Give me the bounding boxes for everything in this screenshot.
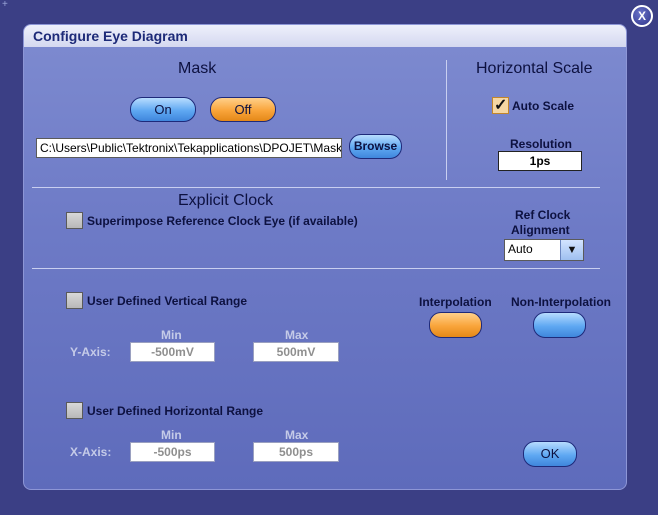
dialog-title: Configure Eye Diagram: [33, 28, 188, 44]
explicit-clock-heading: Explicit Clock: [178, 192, 274, 209]
mask-on-button[interactable]: On: [130, 97, 196, 122]
superimpose-label: Superimpose Reference Clock Eye (if avai…: [87, 214, 358, 228]
dropdown-arrow-icon[interactable]: ▼: [560, 240, 583, 260]
close-button[interactable]: X: [631, 5, 653, 27]
mask-heading: Mask: [178, 60, 217, 77]
x-min-label: Min: [161, 428, 182, 442]
auto-scale-label: Auto Scale: [512, 99, 575, 113]
vertical-range-label: User Defined Vertical Range: [87, 294, 248, 308]
non-interpolation-button[interactable]: [533, 312, 586, 338]
horizontal-scale-heading: Horizontal Scale: [476, 60, 593, 77]
y-max-label: Max: [285, 328, 309, 342]
resolution-label: Resolution: [510, 137, 572, 151]
ok-button[interactable]: OK: [523, 441, 577, 467]
ref-clock-label-line2: Alignment: [511, 223, 570, 237]
mask-off-button[interactable]: Off: [210, 97, 276, 122]
interpolation-label: Interpolation: [419, 295, 492, 309]
mask-path-field[interactable]: C:\Users\Public\Tektronix\Tekapplication…: [36, 138, 342, 158]
y-min-label: Min: [161, 328, 182, 342]
superimpose-checkbox[interactable]: [66, 212, 83, 229]
x-max-field[interactable]: 500ps: [253, 442, 339, 462]
x-axis-label: X-Axis:: [70, 445, 112, 459]
x-min-field[interactable]: -500ps: [130, 442, 215, 462]
checkmark-icon: ✓: [494, 97, 508, 114]
section-divider-2: [32, 268, 600, 269]
non-interpolation-label: Non-Interpolation: [511, 295, 611, 309]
x-max-label: Max: [285, 428, 309, 442]
corner-marker: +: [2, 0, 8, 10]
interpolation-button[interactable]: [429, 312, 482, 338]
y-min-field[interactable]: -500mV: [130, 342, 215, 362]
horizontal-range-checkbox[interactable]: [66, 402, 83, 419]
browse-button[interactable]: Browse: [349, 134, 402, 159]
configure-eye-diagram-dialog: Configure Eye Diagram Mask On Off C:\Use…: [23, 24, 627, 490]
ref-clock-alignment-value: Auto: [508, 242, 533, 256]
resolution-field[interactable]: 1ps: [498, 151, 582, 171]
dialog-titlebar: Configure Eye Diagram: [24, 25, 626, 47]
y-max-field[interactable]: 500mV: [253, 342, 339, 362]
section-divider-vertical: [446, 60, 447, 180]
auto-scale-checkbox[interactable]: ✓: [492, 97, 509, 114]
horizontal-range-label: User Defined Horizontal Range: [87, 404, 264, 418]
ref-clock-alignment-select[interactable]: Auto ▼: [504, 239, 584, 261]
y-axis-label: Y-Axis:: [70, 345, 111, 359]
vertical-range-checkbox[interactable]: [66, 292, 83, 309]
ref-clock-label-line1: Ref Clock: [515, 208, 571, 222]
section-divider-1: [32, 187, 600, 188]
